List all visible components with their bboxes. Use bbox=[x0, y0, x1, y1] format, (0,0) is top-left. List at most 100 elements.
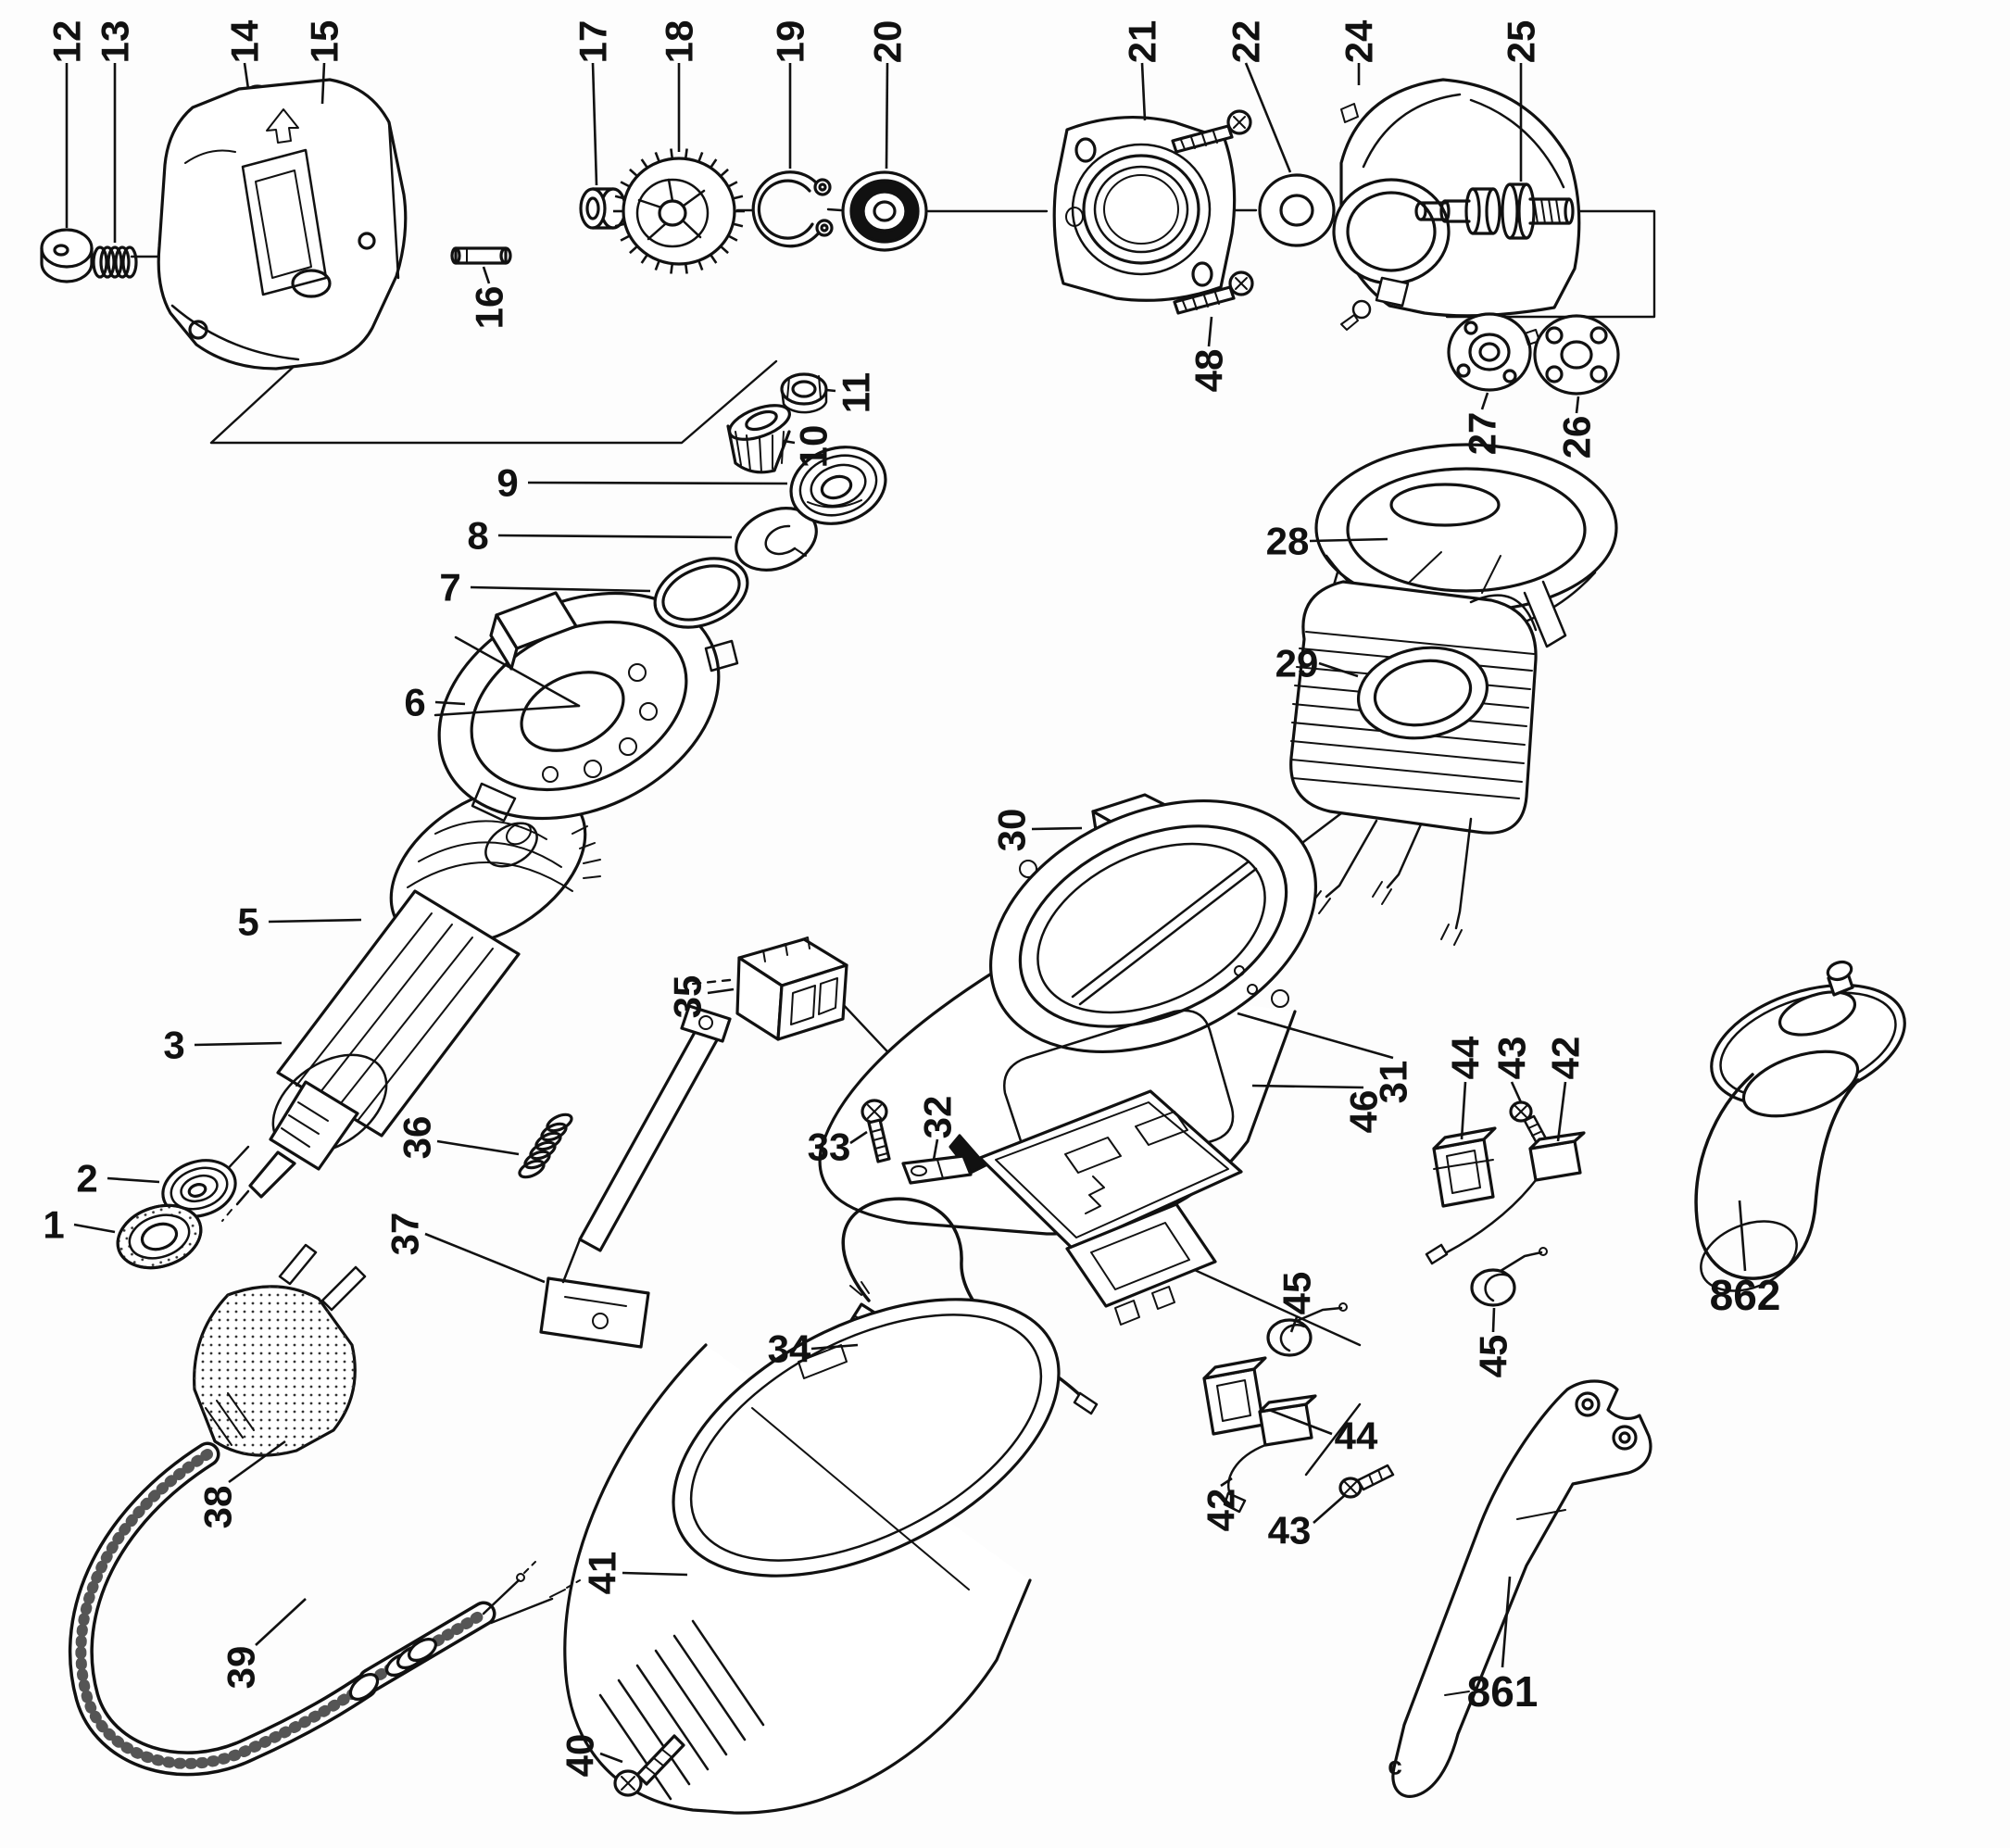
leader-line-26 bbox=[1575, 396, 1580, 414]
part-2-ball-bearing bbox=[161, 1159, 237, 1218]
leader-line-17 bbox=[591, 62, 598, 186]
leader-line-43 bbox=[1313, 1494, 1346, 1524]
part-22-washer bbox=[1258, 173, 1336, 247]
callout-7-18: 7 bbox=[439, 566, 651, 610]
callout-label: 18 bbox=[658, 20, 701, 64]
callout-label: 3 bbox=[163, 1024, 184, 1067]
leader-line-42 bbox=[1220, 1477, 1233, 1488]
callout-46-30: 46 bbox=[1251, 1084, 1386, 1134]
part-10-pinion bbox=[726, 404, 791, 474]
leader-line-11 bbox=[825, 388, 836, 393]
leader-line-32 bbox=[932, 1138, 939, 1161]
callout-6-19: 6 bbox=[404, 681, 466, 724]
part-11-lock-nut bbox=[780, 372, 828, 414]
callout-label: 6 bbox=[404, 681, 425, 724]
construction-lines bbox=[130, 207, 1656, 1477]
part-1-felt-ring bbox=[116, 1203, 203, 1270]
callout-label: 37 bbox=[383, 1213, 427, 1256]
callout-45-44: 45 bbox=[1472, 1307, 1515, 1377]
callout-label: 15 bbox=[303, 20, 346, 64]
leader-line-20 bbox=[885, 62, 889, 170]
callout-44-46: 44 bbox=[1268, 1408, 1378, 1458]
callout-label: 11 bbox=[835, 372, 878, 413]
leader-line-34 bbox=[810, 1343, 859, 1351]
callout-label: 39 bbox=[220, 1646, 263, 1690]
callout-label: 34 bbox=[768, 1327, 811, 1371]
construction-line-10 bbox=[691, 978, 732, 986]
construction-line-6 bbox=[1445, 209, 1656, 319]
part-19-retaining-ring bbox=[751, 170, 834, 248]
leader-line-29 bbox=[1318, 661, 1359, 678]
callout-5-20: 5 bbox=[237, 900, 362, 944]
leader-line-21 bbox=[1140, 62, 1147, 121]
callout-label: 44 bbox=[1444, 1036, 1488, 1079]
leader-line-15 bbox=[320, 62, 326, 105]
callout-34-36: 34 bbox=[768, 1327, 859, 1371]
callout-label: 5 bbox=[237, 900, 258, 944]
leader-line-36 bbox=[436, 1139, 520, 1156]
callout-28-26: 28 bbox=[1266, 520, 1388, 563]
callout-c-51: c bbox=[1388, 1752, 1402, 1780]
callout-33-32: 33 bbox=[808, 1125, 868, 1169]
callout-44-43: 44 bbox=[1444, 1036, 1488, 1140]
callout-label: 43 bbox=[1268, 1509, 1312, 1553]
leader-line-28 bbox=[1309, 537, 1388, 543]
part-45-brush-spring-2 bbox=[1266, 1302, 1348, 1357]
callout-3-21: 3 bbox=[163, 1024, 283, 1067]
part-24-wheel-guard bbox=[1332, 78, 1581, 331]
callout-label: 10 bbox=[792, 425, 835, 469]
callout-32-31: 32 bbox=[916, 1096, 960, 1161]
part-35-switch-block bbox=[735, 937, 848, 1041]
leader-line-35 bbox=[707, 987, 735, 995]
callout-15-3: 15 bbox=[303, 20, 346, 105]
part-42-carbon-brush-2 bbox=[1223, 1394, 1317, 1514]
callout-label: c bbox=[1388, 1752, 1402, 1780]
callout-label: 42 bbox=[1544, 1037, 1588, 1080]
part-17-sleeve-bearing bbox=[579, 187, 627, 230]
callout-861-49: 861 bbox=[1467, 1576, 1538, 1716]
callout-label: 43 bbox=[1490, 1037, 1534, 1080]
callout-14-2: 14 bbox=[223, 19, 267, 90]
part-6-bearing-plate bbox=[433, 591, 739, 823]
part-16-pin bbox=[450, 246, 512, 265]
callout-19-6: 19 bbox=[769, 20, 812, 169]
callout-11-14: 11 bbox=[825, 372, 878, 413]
callout-label: 25 bbox=[1500, 20, 1543, 64]
leader-line-42 bbox=[1556, 1081, 1567, 1142]
part-27-inner-flange bbox=[1447, 312, 1540, 392]
leader-line-45 bbox=[1289, 1316, 1299, 1333]
callout-17-4: 17 bbox=[572, 20, 615, 186]
leader-line-6 bbox=[434, 700, 466, 706]
leader-line-40 bbox=[599, 1752, 623, 1764]
callout-label: 8 bbox=[467, 514, 488, 558]
part-25-spindle bbox=[1414, 182, 1575, 240]
callout-labels: 12 13 14 15 17 18 19 20 21 22 24 25 48 1… bbox=[43, 19, 1780, 1779]
callout-label: 45 bbox=[1275, 1272, 1319, 1315]
leader-line-9 bbox=[527, 481, 788, 485]
callout-37-35: 37 bbox=[383, 1213, 546, 1284]
leader-line-41 bbox=[622, 1571, 688, 1577]
callout-label: 35 bbox=[666, 975, 710, 1019]
callout-21-8: 21 bbox=[1121, 20, 1164, 121]
callout-16-13: 16 bbox=[468, 266, 511, 330]
callout-48-12: 48 bbox=[1187, 316, 1231, 392]
part-44-brush-holder-2 bbox=[1202, 1356, 1267, 1436]
callout-29-27: 29 bbox=[1275, 642, 1359, 685]
leader-line-7 bbox=[470, 585, 651, 593]
part-15-gear-housing bbox=[157, 78, 408, 371]
callout-label: 16 bbox=[468, 286, 511, 330]
part-21-bearing-flange bbox=[1052, 115, 1237, 302]
callout-label: 41 bbox=[581, 1552, 624, 1595]
callout-label: 27 bbox=[1461, 412, 1504, 456]
callout-862-50: 862 bbox=[1710, 1200, 1781, 1319]
leader-line-46 bbox=[1251, 1084, 1364, 1089]
callout-18-5: 18 bbox=[658, 20, 701, 152]
callout-label: 46 bbox=[1342, 1090, 1386, 1134]
callout-label: 862 bbox=[1710, 1271, 1781, 1319]
part-7-ring bbox=[653, 557, 749, 629]
leader-line-44 bbox=[1268, 1408, 1333, 1436]
part-40-screw bbox=[613, 1734, 685, 1797]
part-18-bevel-gear bbox=[613, 148, 745, 274]
part-36-spring bbox=[518, 1113, 573, 1179]
